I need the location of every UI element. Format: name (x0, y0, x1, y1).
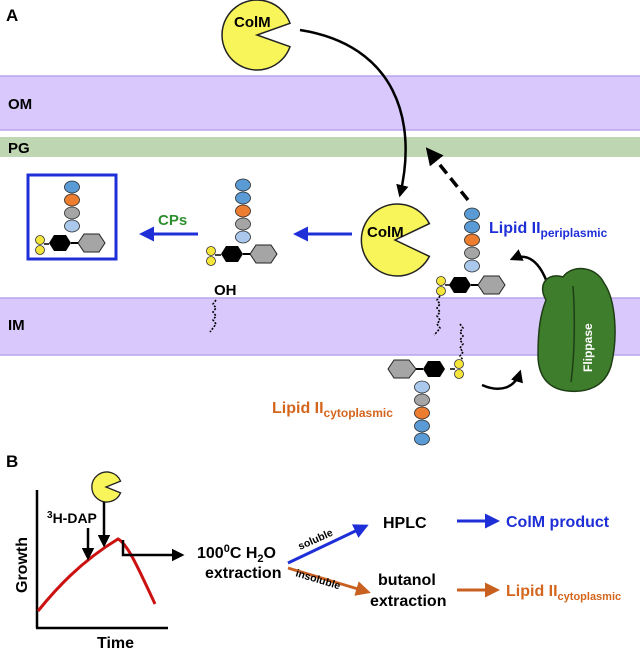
insoluble-arrow (287, 566, 371, 596)
bead-5 (414, 432, 430, 446)
cps-label: CPs (158, 212, 187, 229)
dashed-export-arrow (425, 147, 470, 202)
colm-middle-label: ColM (367, 224, 404, 241)
sugar-gray (387, 359, 417, 379)
sugar-black (221, 246, 243, 262)
phosphate-2 (35, 245, 45, 255)
soluble-arrow (287, 524, 369, 565)
bead-2 (414, 393, 430, 407)
lipid-ii-cytoplasmic-molecule (387, 323, 464, 446)
im-label: IM (8, 317, 25, 334)
flippase-protein (537, 267, 616, 393)
harvest-arrow (121, 540, 185, 562)
inner-membrane (0, 298, 640, 355)
sugar-gray (77, 233, 106, 253)
undecaprenol-tail (209, 299, 217, 333)
lipid-ii-cytoplasmic-label: Lipid IIcytoplasmic (272, 400, 393, 420)
phosphate-1 (206, 246, 216, 256)
oh-label: OH (214, 282, 237, 299)
bead-3 (235, 204, 251, 218)
dap-label: 3H-DAP (47, 510, 97, 526)
bead-4 (464, 246, 480, 260)
bead-4 (64, 219, 80, 233)
bead-4 (414, 419, 430, 433)
bead-3 (64, 206, 80, 220)
sugar-black (49, 235, 71, 251)
lipid-tail (433, 295, 441, 336)
phosphate-2 (454, 369, 464, 379)
colm-top-icon (221, 0, 291, 71)
peptidoglycan-layer (0, 137, 640, 157)
bead-4 (235, 217, 251, 231)
bead-1 (414, 380, 430, 394)
flippase-out-arrow (509, 249, 550, 286)
butanol-line2: extraction (370, 593, 446, 610)
sugar-gray (249, 244, 278, 264)
panel-b-letter: B (6, 452, 18, 471)
om-label: OM (8, 96, 32, 113)
colm-product-molecule (206, 178, 278, 266)
insoluble-label: insoluble (294, 567, 342, 592)
phosphate-2 (436, 286, 446, 296)
lipid-ii-periplasmic-label: Lipid IIperiplasmic (489, 220, 608, 240)
outer-membrane (0, 76, 640, 130)
butanol-line1: butanol (378, 572, 436, 589)
bead-5 (235, 230, 251, 244)
extraction-line1: 1000C H2O (197, 543, 276, 565)
bead-5 (464, 259, 480, 273)
bead-2 (464, 220, 480, 234)
colm-middle-icon (360, 203, 431, 277)
bead-1 (464, 207, 480, 221)
phosphate-1 (454, 359, 464, 369)
growth-axis-label: Growth (14, 537, 31, 593)
extraction-line2: extraction (205, 565, 281, 582)
pg-label: PG (8, 140, 30, 157)
panel-a-letter: A (6, 6, 18, 25)
flippase-in-arrow (481, 369, 523, 390)
sugar-black (449, 277, 471, 293)
time-axis-label: Time (97, 635, 134, 650)
lipid-ii-cytoplasmic-result: Lipid IIcytoplasmic (506, 583, 621, 603)
bead-1 (235, 178, 251, 192)
colm-entry-arrow (299, 28, 409, 198)
phosphate-2 (206, 256, 216, 266)
sugar-black (423, 361, 445, 377)
bead-2 (64, 193, 80, 207)
sugar-gray (477, 275, 506, 295)
flippase-label: Flippase (581, 323, 595, 372)
bead-2 (235, 191, 251, 205)
colm-product-label: ColM product (506, 514, 610, 531)
phosphate-1 (35, 235, 45, 245)
bead-3 (464, 233, 480, 247)
colm-small-icon (91, 471, 122, 503)
bead-1 (64, 180, 80, 194)
lipid-tail (459, 323, 464, 361)
bead-3 (414, 406, 430, 420)
phosphate-1 (436, 276, 446, 286)
boxed-product-molecule (35, 180, 106, 255)
product-box (26, 173, 118, 261)
growth-curve (36, 537, 157, 612)
colm-top-label: ColM (234, 14, 271, 31)
hplc-label: HPLC (383, 515, 427, 532)
lipid-ii-periplasmic-molecule (433, 207, 506, 336)
